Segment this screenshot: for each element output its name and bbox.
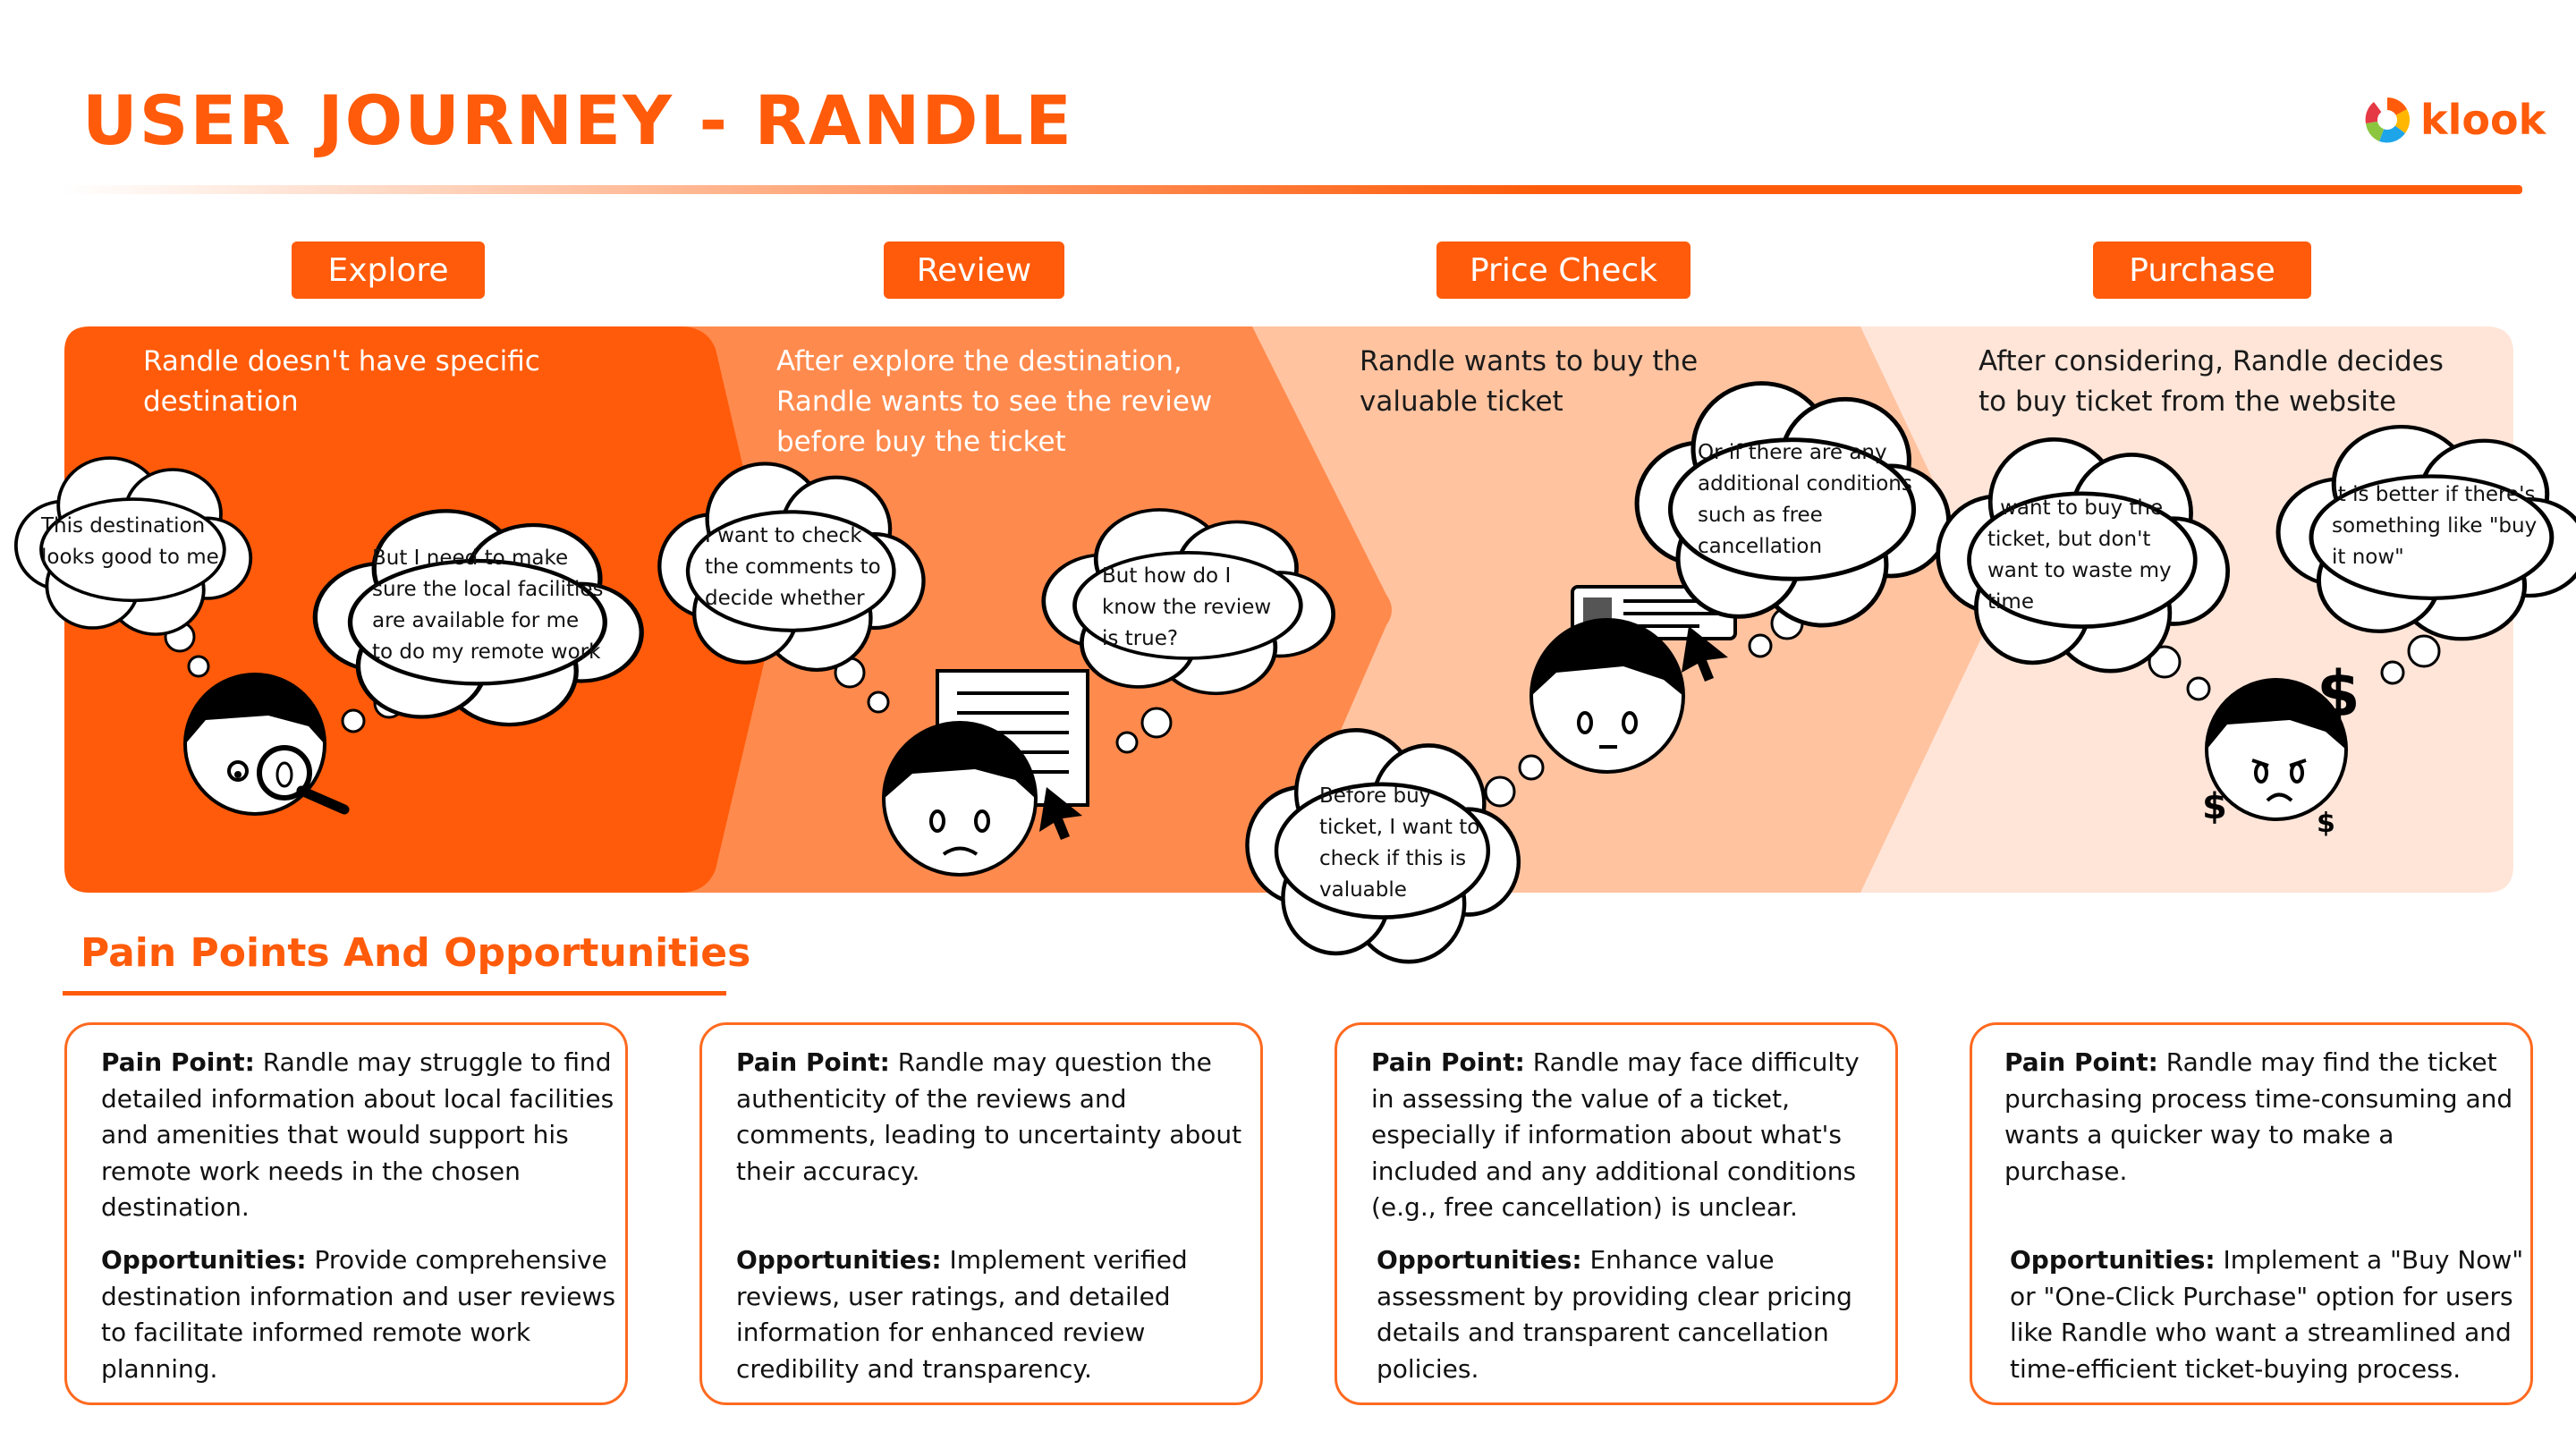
stage-price-check-description: Randle wants to buy the valuable ticket bbox=[1360, 345, 1699, 418]
pain-card-price-check: Pain Point: Randle may face difficulty i… bbox=[1335, 1022, 1898, 1405]
opportunity-text: Opportunities: Enhance value assessment … bbox=[1377, 1245, 1852, 1384]
dollar-icon-1: $ bbox=[2317, 657, 2360, 731]
character-price-check bbox=[1530, 618, 1685, 774]
cursor-icon-2 bbox=[1682, 626, 1728, 682]
stage-purchase-button[interactable]: Purchase bbox=[2093, 242, 2311, 299]
stage-review-button[interactable]: Review bbox=[884, 242, 1064, 299]
opportunity-text: Opportunities: Provide comprehensive des… bbox=[101, 1245, 616, 1384]
pain-point-text: Pain Point: Randle may find the ticket p… bbox=[2004, 1047, 2513, 1186]
stage-purchase-description: After considering, Randle decides to buy… bbox=[1979, 345, 2444, 418]
klook-logo: klook bbox=[2361, 93, 2546, 147]
pain-point-text: Pain Point: Randle may face difficulty i… bbox=[1371, 1047, 1860, 1222]
character-review bbox=[882, 721, 1038, 877]
stage-price-check-button[interactable]: Price Check bbox=[1436, 242, 1690, 299]
thought-text-purchase-1: I want to buy the ticket, but don't want… bbox=[1987, 496, 2172, 614]
pain-card-explore: Pain Point: Randle may struggle to find … bbox=[64, 1022, 628, 1405]
opportunity-text: Opportunities: Implement verified review… bbox=[736, 1245, 1188, 1384]
pain-card-review: Pain Point: Randle may question the auth… bbox=[699, 1022, 1263, 1405]
thought-text-price-check-1: Or if there are any additional condition… bbox=[1698, 441, 1912, 558]
thought-text-purchase-2: It is better if there's something like "… bbox=[2332, 483, 2538, 569]
opportunity-text: Opportunities: Implement a "Buy Now" or … bbox=[2010, 1245, 2524, 1384]
pain-card-purchase: Pain Point: Randle may find the ticket p… bbox=[1970, 1022, 2533, 1405]
character-purchase bbox=[2205, 678, 2348, 821]
stage-explore-button[interactable]: Explore bbox=[292, 242, 485, 299]
thought-text-review-1: I want to check the comments to decide w… bbox=[705, 524, 881, 610]
thought-text-explore-1: This destination looks good to me bbox=[41, 514, 219, 569]
page-title: USER JOURNEY - RANDLE bbox=[82, 80, 1073, 160]
pain-points-underline bbox=[63, 991, 726, 996]
thought-text-price-check-2: Before buy ticket, I want to check if th… bbox=[1319, 784, 1480, 902]
pain-point-text: Pain Point: Randle may question the auth… bbox=[736, 1047, 1242, 1186]
stage-explore-description: Randle doesn't have specific destination bbox=[143, 345, 540, 418]
journey-diagram: $ $ $ bbox=[13, 326, 2576, 984]
dollar-icon-3: $ bbox=[2317, 808, 2335, 839]
thought-text-explore-2: But I need to make sure the local facili… bbox=[372, 547, 604, 664]
pain-point-text: Pain Point: Randle may struggle to find … bbox=[101, 1047, 614, 1222]
thought-text-review-2: But how do I know the review is true? bbox=[1102, 564, 1272, 650]
logo-wordmark: klook bbox=[2420, 96, 2546, 144]
dollar-icon-2: $ bbox=[2202, 786, 2227, 827]
magnifier-icon bbox=[257, 745, 350, 815]
title-divider bbox=[63, 185, 2522, 194]
klook-logo-icon bbox=[2365, 97, 2411, 143]
pain-points-heading: Pain Points And Opportunities bbox=[80, 930, 751, 976]
stage-review-description: After explore the destination, Randle wa… bbox=[776, 345, 1213, 458]
cursor-icon bbox=[1039, 787, 1082, 840]
